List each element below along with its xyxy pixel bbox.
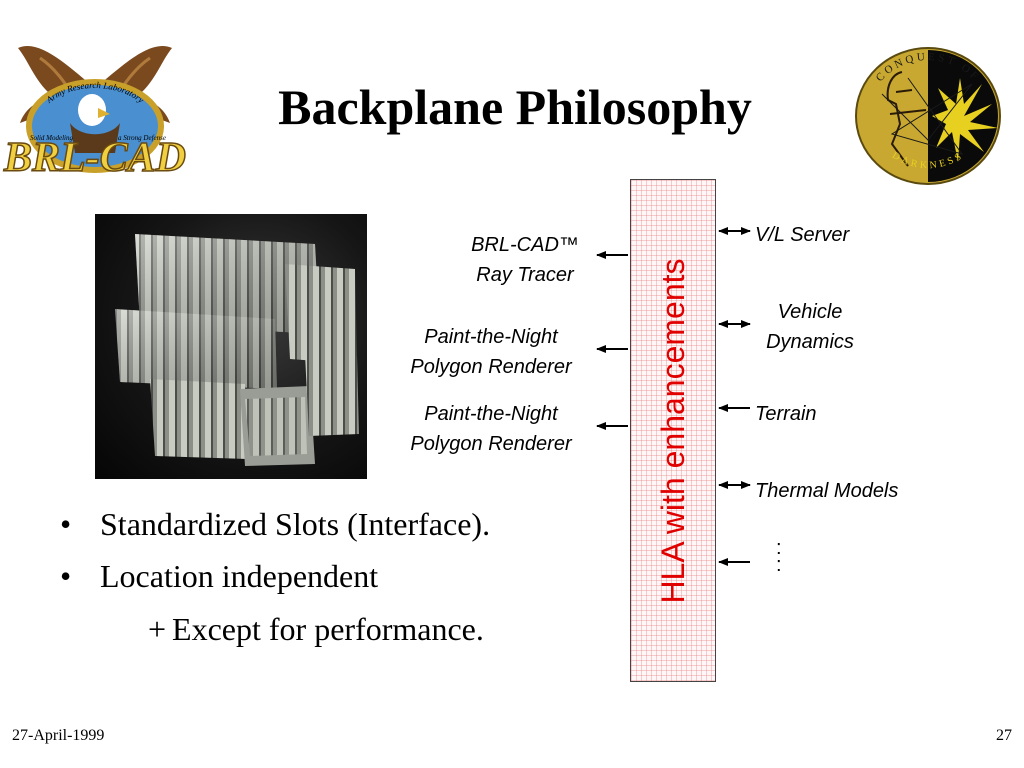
right-label-thermal-models: Thermal Models <box>755 476 898 506</box>
left-label-polygon-renderer-2: Paint-the-Night Polygon Renderer <box>384 399 598 459</box>
label-line: Paint-the-Night <box>424 326 558 348</box>
sub-bullet-item: +Except for performance. <box>58 610 490 648</box>
bullet-text: Standardized Slots (Interface). <box>100 506 491 542</box>
backplane-boards-image <box>115 234 359 466</box>
ellipsis-dot: : <box>776 537 782 559</box>
label-line: Polygon Renderer <box>410 433 572 455</box>
bullet-list: • Standardized Slots (Interface). • Loca… <box>58 505 490 648</box>
label-line: Vehicle <box>777 301 843 323</box>
bullet-mark: • <box>60 558 72 595</box>
backplane-photo <box>95 214 367 479</box>
label-line: Terrain <box>755 403 817 425</box>
left-logo-wordmark: BRL-CAD <box>3 135 186 181</box>
bullet-mark: • <box>60 506 72 542</box>
left-logo-ring-right: a Strong Defense <box>118 134 166 142</box>
label-line: Dynamics <box>766 331 854 353</box>
left-label-ray-tracer: BRL-CAD™ Ray Tracer <box>440 230 610 290</box>
left-logo-ring-left: Solid Modeling for <box>30 134 83 142</box>
label-line: Polygon Renderer <box>410 356 572 378</box>
slide-title: Backplane Philosophy <box>278 79 752 135</box>
label-line: Paint-the-Night <box>424 403 558 425</box>
hla-bar-label: HLA with enhancements <box>655 257 691 604</box>
bullet-text: Location independent <box>100 558 379 595</box>
right-label-terrain: Terrain <box>755 399 817 429</box>
footer-date: 27-April-1999 <box>12 727 105 744</box>
pharaoh-icon <box>886 71 927 167</box>
label-line: Thermal Models <box>755 480 899 502</box>
sub-bullet-text: Except for performance. <box>172 610 484 647</box>
label-line: Ray Tracer <box>476 264 574 286</box>
ellipsis-dots: : : <box>776 537 782 576</box>
left-label-polygon-renderer-1: Paint-the-Night Polygon Renderer <box>384 322 598 382</box>
bullet-item: • Location independent <box>58 557 490 595</box>
right-label-vl-server: V/L Server <box>755 220 849 250</box>
label-line: V/L Server <box>755 224 850 246</box>
hla-bar: HLA with enhancements <box>630 179 716 682</box>
page-number: 27 <box>996 727 1012 744</box>
brl-cad-logo: Army Research Laboratory Solid Modeling … <box>2 46 187 182</box>
conquest-of-darkness-logo: CONQUEST OF DARKNESS <box>855 47 1001 185</box>
label-line: BRL-CAD™ <box>471 234 579 256</box>
bullet-item: • Standardized Slots (Interface). <box>58 505 490 543</box>
right-label-vehicle-dynamics: Vehicle Dynamics <box>745 297 875 357</box>
sub-bullet-mark: + <box>148 610 167 647</box>
ellipsis-dot: : <box>776 554 782 576</box>
